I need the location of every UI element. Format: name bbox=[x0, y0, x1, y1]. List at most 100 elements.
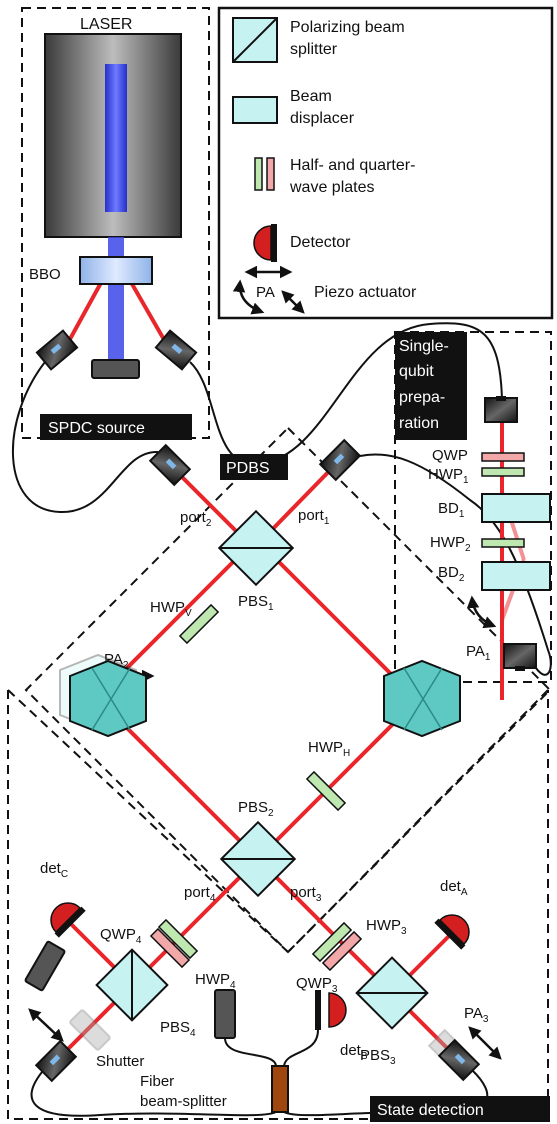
bd2-label: BD2 bbox=[438, 564, 465, 584]
legend-beam-displacer-icon bbox=[232, 96, 278, 124]
pump-beam bbox=[108, 237, 124, 359]
hwpv-label: HWPV bbox=[150, 599, 192, 619]
bd1-crystal bbox=[481, 493, 551, 523]
hwpv-plate bbox=[178, 603, 220, 645]
detector-c bbox=[50, 902, 86, 938]
legend-qwp-icon bbox=[266, 157, 275, 191]
spdc-source-title: SPDC source bbox=[48, 420, 145, 437]
deta-label: detA bbox=[440, 878, 468, 898]
hwp2-plate bbox=[481, 538, 525, 548]
port2-fiber-coupler bbox=[148, 443, 192, 487]
fiber-source-to-port2 bbox=[11, 361, 159, 514]
fiber-bs-arm-left-bottom bbox=[30, 1071, 277, 1117]
pa1-label: PA1 bbox=[466, 643, 491, 663]
fiber-bs-label-line2: beam-splitter bbox=[140, 1093, 227, 1110]
preparation-title-box bbox=[395, 332, 467, 440]
hwp1-label: HWP1 bbox=[428, 466, 469, 486]
spdc-source-title-box bbox=[40, 414, 192, 440]
hwp3-label: HWP3 bbox=[366, 917, 407, 937]
legend-detector-label: Detector bbox=[290, 234, 351, 251]
hwp2-label: HWP2 bbox=[430, 534, 471, 554]
legend-beam-displacer-label-line2: displacer bbox=[290, 110, 355, 127]
state-detection-region bbox=[7, 690, 549, 1120]
bbo-crystal bbox=[79, 256, 153, 285]
shutter-arrow bbox=[28, 1008, 64, 1042]
legend-piezo-label: Piezo actuator bbox=[314, 284, 417, 301]
pdbs-title-box bbox=[220, 454, 288, 480]
qwp-label: QWP bbox=[432, 447, 468, 464]
hwph-plate bbox=[305, 770, 347, 812]
beam-left-arm-pbs2 bbox=[106, 707, 260, 861]
port1-label: port1 bbox=[298, 507, 330, 527]
fiber-bs-blocker bbox=[214, 989, 236, 1039]
pbs1-cube bbox=[217, 509, 295, 587]
pbs4-cube bbox=[95, 948, 169, 1022]
legend-piezo-actuator-icon: PA bbox=[232, 265, 305, 315]
pbs3-label: PBS3 bbox=[360, 1047, 396, 1067]
qwp4-plate bbox=[157, 918, 199, 960]
pbs1-label: PBS1 bbox=[238, 593, 274, 613]
pbs3-cube bbox=[355, 956, 429, 1030]
pbs4-label: PBS4 bbox=[160, 1019, 196, 1039]
state-detection-title: State detection bbox=[377, 1102, 484, 1119]
beam-pbs2-port3 bbox=[256, 857, 394, 995]
hwp1-plate bbox=[481, 467, 525, 477]
detc-label: detC bbox=[40, 860, 68, 880]
fiber-bs-arm-right-top bbox=[283, 1029, 319, 1067]
fiber-source-to-preparation bbox=[189, 322, 503, 466]
detb-label: detB bbox=[340, 1042, 368, 1062]
pa3-arrow bbox=[468, 1026, 502, 1060]
hwph-label: HWPH bbox=[308, 739, 350, 759]
right-prism bbox=[383, 659, 461, 738]
preparation-title-line1: Single- bbox=[399, 338, 449, 355]
pdbs-title: PDBS bbox=[226, 460, 270, 477]
beam-pbs2-port4 bbox=[130, 857, 260, 987]
detector-a bbox=[434, 914, 470, 950]
pbs3-fiber-coupler bbox=[437, 1038, 481, 1082]
source-fiber-coupler-left bbox=[35, 329, 79, 371]
laser-label: LASER bbox=[80, 16, 132, 33]
shutter-ghost bbox=[69, 1009, 111, 1051]
legend-waveplates-label-line2: wave plates bbox=[289, 179, 375, 196]
preparation-title-line4: ration bbox=[399, 415, 439, 432]
port1-fiber-coupler bbox=[318, 438, 362, 482]
state-detection-title-box bbox=[370, 1096, 550, 1122]
legend-hwp-icon bbox=[254, 157, 263, 191]
legend-waveplates-label-line1: Half- and quarter- bbox=[290, 157, 415, 174]
beam-dump bbox=[91, 359, 140, 379]
bd2-crystal bbox=[481, 561, 551, 591]
state-detection-region-edge bbox=[287, 689, 549, 953]
shutter-fiber-coupler bbox=[34, 1039, 78, 1083]
pa3-label: PA3 bbox=[464, 1005, 489, 1025]
preparation-title-line2: qubit bbox=[399, 363, 434, 380]
pa1-arrow bbox=[466, 595, 497, 629]
beam-right-arm-pbs2 bbox=[256, 703, 414, 861]
laser-pump-tube bbox=[105, 64, 127, 212]
preparation-output-coupler bbox=[503, 643, 537, 671]
qwp-plate bbox=[481, 452, 525, 462]
port4-label: port4 bbox=[184, 884, 216, 904]
port3-label: port3 bbox=[290, 884, 322, 904]
legend-detector-icon bbox=[253, 224, 277, 262]
bbo-label: BBO bbox=[29, 266, 61, 283]
source-fiber-coupler-right bbox=[154, 329, 198, 371]
qwp3-plate bbox=[321, 930, 363, 972]
left-prism bbox=[69, 659, 147, 738]
fiber-bs-arm-left-top bbox=[224, 1037, 277, 1067]
fiber-bs-label-line1: Fiber bbox=[140, 1073, 174, 1090]
bd1-label: BD1 bbox=[438, 500, 465, 520]
shutter-blocker bbox=[24, 940, 66, 992]
legend-pbs-icon bbox=[232, 17, 278, 63]
shutter-label: Shutter bbox=[96, 1053, 144, 1070]
fiber-beam-splitter bbox=[271, 1065, 289, 1113]
legend-pbs-label-line2: splitter bbox=[290, 41, 338, 58]
hwp4-label: HWP4 bbox=[195, 971, 236, 991]
hwp4-plate bbox=[149, 927, 191, 969]
pbs2-cube bbox=[219, 820, 297, 898]
beam-port1-pbs1 bbox=[260, 458, 342, 542]
qwp3-label: QWP3 bbox=[296, 975, 338, 995]
legend-piezo-symbol: PA bbox=[256, 284, 275, 301]
state-detection-region-edge bbox=[7, 689, 289, 953]
detector-b bbox=[315, 990, 347, 1030]
preparation-title-line3: prepa- bbox=[399, 389, 445, 406]
